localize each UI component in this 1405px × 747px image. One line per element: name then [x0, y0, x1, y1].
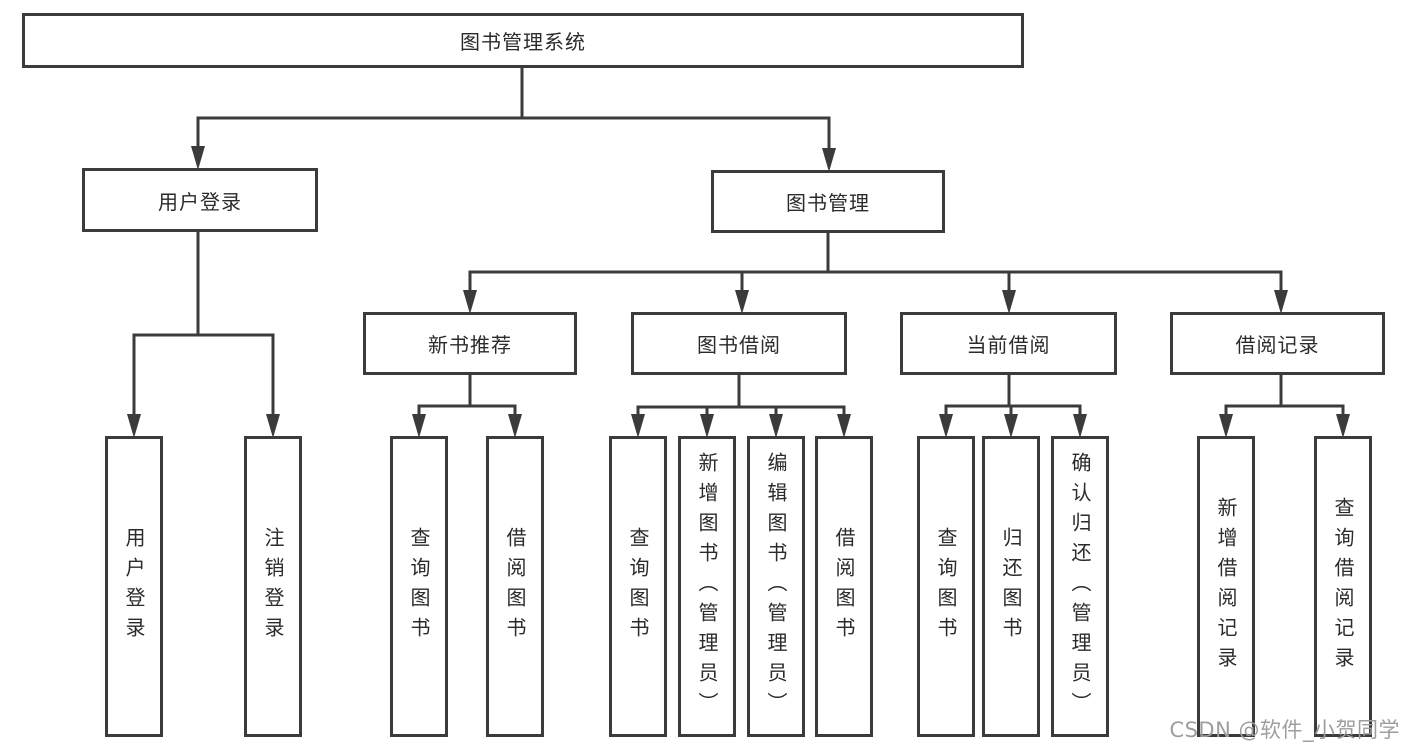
leaf-label: 编辑图书（管理员）: [764, 451, 788, 722]
leaf-logout: 注销登录: [244, 436, 302, 737]
arrow-down-icon: [1002, 290, 1016, 314]
leaf-add-borrow-record: 新增借阅记录: [1197, 436, 1255, 737]
arrowheads: [127, 146, 1350, 438]
leaf-label: 查询图书: [934, 526, 958, 647]
leaf-query-borrow-record: 查询借阅记录: [1314, 436, 1372, 737]
connector-userlogin-to-leaves: [132, 230, 275, 422]
arrow-down-icon: [508, 414, 522, 438]
leaf-query-books-current: 查询图书: [917, 436, 975, 737]
arrow-down-icon: [1004, 414, 1018, 438]
leaf-query-books-recommend: 查询图书: [390, 436, 448, 737]
leaf-confirm-return-admin: 确认归还（管理员）: [1051, 436, 1109, 737]
connector-bookmgmt-to-sections: [468, 231, 1283, 298]
connector-borrowing-to-leaves: [636, 373, 846, 422]
arrow-down-icon: [1274, 290, 1288, 314]
leaf-add-book-admin: 新增图书（管理员）: [678, 436, 736, 737]
leaf-label: 用户登录: [122, 526, 146, 647]
leaf-user-login: 用户登录: [105, 436, 163, 737]
arrow-down-icon: [463, 290, 477, 314]
arrow-down-icon: [266, 414, 280, 438]
node-label: 图书管理系统: [460, 30, 586, 54]
node-label: 图书借阅: [697, 333, 781, 357]
leaf-borrow-books-borrowing: 借阅图书: [815, 436, 873, 737]
node-user-login: 用户登录: [82, 168, 318, 232]
leaf-label: 查询借阅记录: [1331, 496, 1355, 677]
leaf-label: 借阅图书: [503, 526, 527, 647]
arrow-down-icon: [939, 414, 953, 438]
node-borrow-records: 借阅记录: [1170, 312, 1385, 375]
arrow-down-icon: [837, 414, 851, 438]
leaf-label: 新增图书（管理员）: [695, 451, 719, 722]
arrow-down-icon: [700, 414, 714, 438]
leaf-label: 新增借阅记录: [1214, 496, 1238, 677]
leaf-label: 查询图书: [407, 526, 431, 647]
node-label: 图书管理: [786, 191, 870, 215]
connector-root-to-level2: [196, 66, 831, 154]
node-new-book-recommend: 新书推荐: [363, 312, 577, 375]
arrow-down-icon: [1336, 414, 1350, 438]
arrow-down-icon: [769, 414, 783, 438]
leaf-query-books-borrowing: 查询图书: [609, 436, 667, 737]
arrow-down-icon: [822, 148, 836, 172]
node-book-management: 图书管理: [711, 170, 945, 233]
arrow-down-icon: [127, 414, 141, 438]
leaf-return-books: 归还图书: [982, 436, 1040, 737]
arrow-down-icon: [631, 414, 645, 438]
arrow-down-icon: [412, 414, 426, 438]
leaf-borrow-books-recommend: 借阅图书: [486, 436, 544, 737]
leaf-label: 确认归还（管理员）: [1068, 451, 1092, 722]
leaf-edit-book-admin: 编辑图书（管理员）: [747, 436, 805, 737]
arrow-down-icon: [1219, 414, 1233, 438]
leaf-label: 归还图书: [999, 526, 1023, 647]
node-label: 借阅记录: [1235, 333, 1320, 357]
leaf-label: 注销登录: [261, 526, 285, 647]
node-current-borrowing: 当前借阅: [900, 312, 1117, 375]
watermark: CSDN @软件_小贺同学: [1169, 718, 1400, 742]
leaf-label: 查询图书: [626, 526, 650, 647]
node-label: 新书推荐: [428, 333, 512, 357]
leaf-label: 借阅图书: [832, 526, 856, 647]
arrow-down-icon: [191, 146, 205, 170]
node-label: 当前借阅: [966, 333, 1051, 357]
connector-records-to-leaves: [1224, 373, 1345, 422]
node-library-system: 图书管理系统: [22, 13, 1024, 68]
arrow-down-icon: [1073, 414, 1087, 438]
node-book-borrowing: 图书借阅: [631, 312, 847, 375]
connector-newbook-to-leaves: [417, 373, 517, 422]
arrow-down-icon: [735, 290, 749, 314]
node-label: 用户登录: [158, 189, 242, 214]
connector-current-to-leaves: [944, 373, 1082, 422]
